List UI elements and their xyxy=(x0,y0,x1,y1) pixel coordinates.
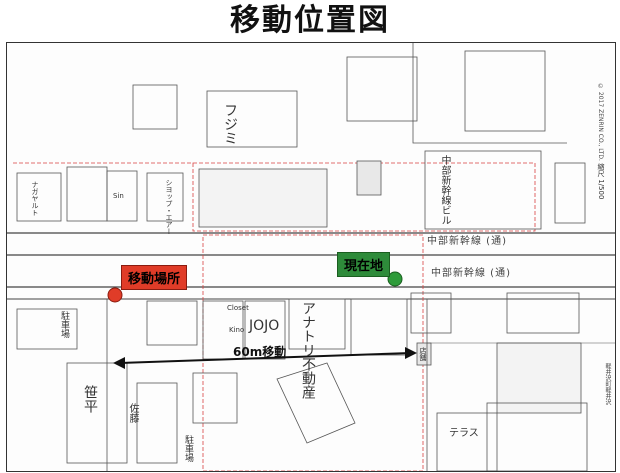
building-label-shop-a: ナガヤルト xyxy=(31,181,39,216)
distance-arrow-head-right xyxy=(405,347,417,359)
current-location-marker: 現在地 xyxy=(337,252,391,277)
sidenote-text: 軽井沢町軽井沢 xyxy=(604,363,611,405)
building xyxy=(506,292,580,334)
building xyxy=(146,300,198,346)
building xyxy=(554,162,586,224)
building xyxy=(410,292,452,334)
building-label-central: 中部新幹線ビル xyxy=(439,155,450,225)
map-canvas xyxy=(7,43,615,471)
building xyxy=(16,308,78,350)
building xyxy=(66,362,128,464)
building xyxy=(192,372,238,424)
building xyxy=(424,150,542,230)
building xyxy=(356,160,382,196)
building-label-satou: 佐藤 xyxy=(127,403,138,423)
building xyxy=(106,170,138,222)
scale-text: 縮尺 1/500 xyxy=(597,163,605,200)
road-label-upper: 中部新幹線 (通) xyxy=(427,236,507,247)
map-frame: 中部新幹線 (通) 中部新幹線 (通) ナガヤルト Sin シヨップ・エアー 駐… xyxy=(6,42,616,472)
distance-label: 60m移動 xyxy=(233,345,287,359)
building-label-shop-c: Sin xyxy=(113,192,124,200)
building-label-closet: Closet xyxy=(227,304,249,312)
building-label-jojo: JOJO xyxy=(249,318,280,334)
building-label-terrace: テラス xyxy=(449,428,479,439)
building xyxy=(66,166,108,222)
building xyxy=(486,402,588,471)
building-label-kino: Kino xyxy=(229,326,245,334)
page-title: 移動位置図 xyxy=(230,3,390,38)
building xyxy=(146,172,184,222)
building xyxy=(350,298,408,356)
distance-arrow-head-left xyxy=(113,357,125,369)
copyright-text: © 2017 ZENRIN CO., LTD. xyxy=(597,83,604,161)
building xyxy=(16,172,62,222)
building xyxy=(132,84,178,130)
building xyxy=(136,382,178,464)
building xyxy=(464,50,546,132)
building-label-fudosan: アナトリ不動産 xyxy=(300,301,316,399)
building-label-fujimi: フジミ xyxy=(222,103,238,145)
building-label-parking: 駐車場 xyxy=(59,311,69,338)
building xyxy=(416,342,432,366)
road-label-lower: 中部新幹線 (通) xyxy=(431,268,511,279)
building-label-parking-2: 駐車場 xyxy=(183,435,193,462)
building-label-tenpo: 店舗 xyxy=(419,347,427,361)
building xyxy=(346,56,418,122)
building xyxy=(198,168,328,228)
new-location-marker: 移動場所 xyxy=(121,265,188,290)
building-label-shop-b: シヨップ・エアー xyxy=(165,179,173,235)
building-label-sasahira: 笹平 xyxy=(82,385,98,413)
building xyxy=(276,362,356,444)
distance-arrow-line xyxy=(118,352,412,364)
current-location-dot xyxy=(387,271,403,287)
building xyxy=(288,298,346,350)
new-location-dot xyxy=(107,287,123,303)
building xyxy=(496,342,582,414)
building xyxy=(206,90,298,148)
building xyxy=(436,412,498,471)
